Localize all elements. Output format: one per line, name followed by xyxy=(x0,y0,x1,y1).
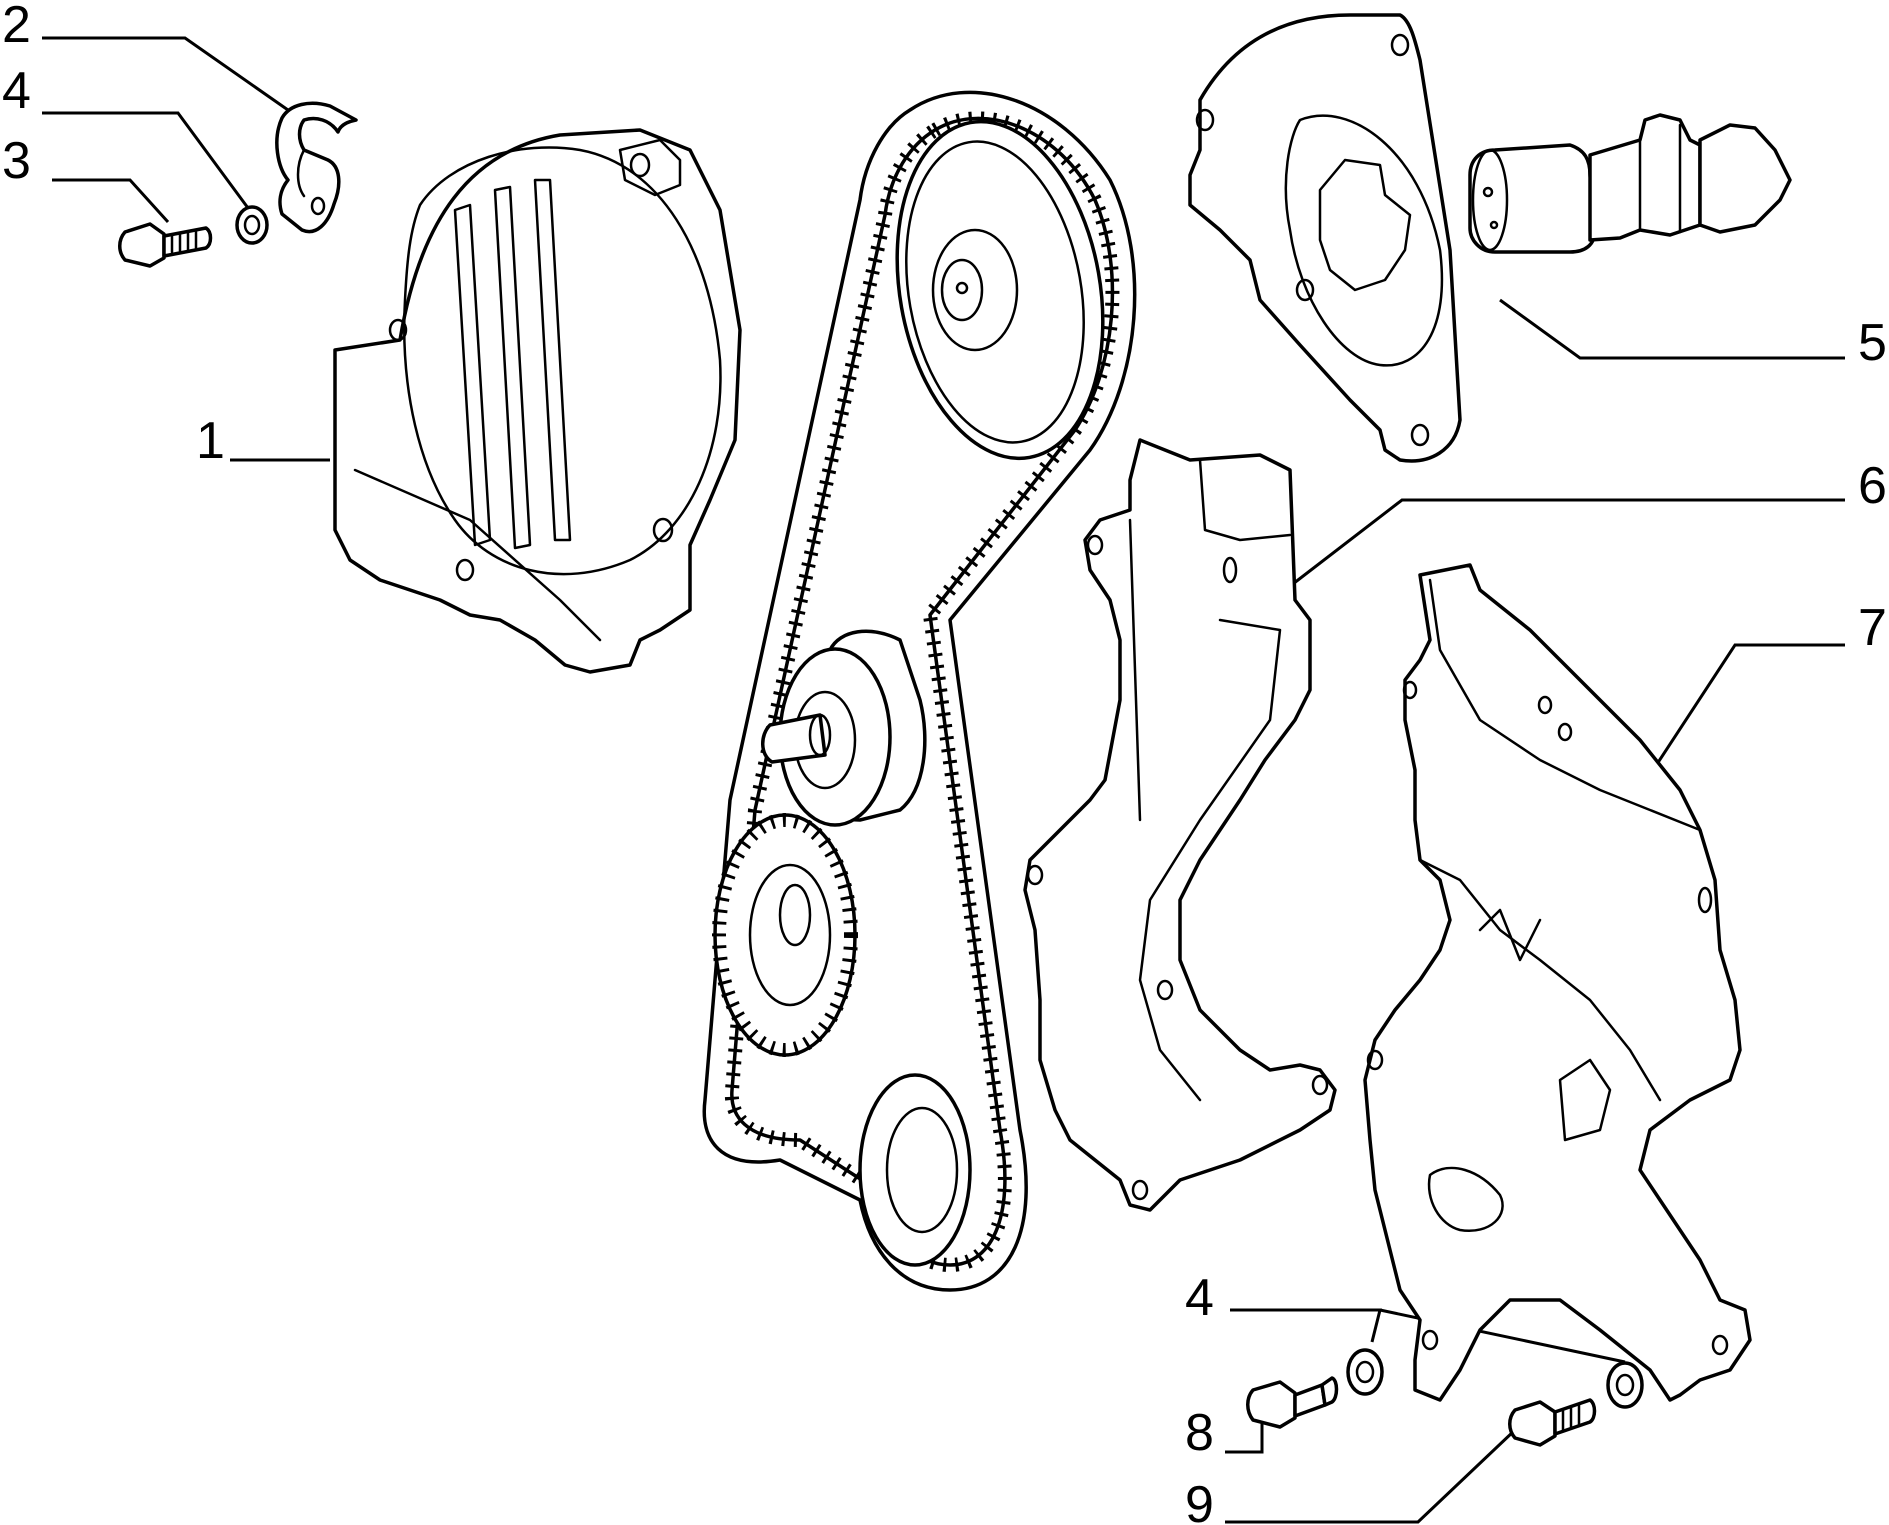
part-4-washer-bottom-left xyxy=(1346,1348,1384,1396)
camshaft xyxy=(1468,113,1792,254)
leader-line-4-top xyxy=(42,111,250,209)
part-7-lower-cover xyxy=(1363,563,1752,1402)
callout-label-4-bottom: 4 xyxy=(1185,1269,1214,1327)
leader-line-6 xyxy=(1284,498,1845,592)
part-1-upper-cover xyxy=(333,128,742,674)
callout-label-6: 6 xyxy=(1858,457,1887,515)
leader-line-3 xyxy=(52,178,170,224)
part-6-inner-cover xyxy=(1023,438,1337,1212)
part-3-bolt xyxy=(118,222,213,268)
part-2-clip xyxy=(275,101,358,234)
crankshaft-sprocket xyxy=(712,813,858,1057)
callout-label-5: 5 xyxy=(1858,314,1887,372)
callout-label-8: 8 xyxy=(1185,1404,1214,1462)
callout-label-3: 3 xyxy=(2,132,31,190)
part-4-washer-bottom-right xyxy=(1606,1361,1644,1409)
camshaft-pulley xyxy=(895,119,1105,461)
leader-line-4-bottom xyxy=(1230,1308,1382,1343)
leader-line-8 xyxy=(1225,1412,1264,1454)
leader-line-7 xyxy=(1638,643,1845,791)
part-9-bolt xyxy=(1508,1398,1597,1447)
callout-label-2: 2 xyxy=(2,0,31,54)
callout-label-9: 9 xyxy=(1185,1476,1214,1525)
timing-belt xyxy=(702,90,1137,1292)
part-8-bolt xyxy=(1246,1376,1339,1429)
leader-line-9 xyxy=(1225,1428,1517,1524)
callout-label-4-top: 4 xyxy=(2,62,31,120)
part-5-rear-cover-plate xyxy=(1188,13,1462,463)
leader-line-5 xyxy=(1499,298,1845,360)
bottom-pulley xyxy=(858,1073,972,1267)
callout-label-1: 1 xyxy=(196,412,225,470)
part-4-washer-top xyxy=(235,205,269,245)
callout-label-7: 7 xyxy=(1858,599,1887,657)
leader-lines xyxy=(42,36,1845,1524)
leader-line-2 xyxy=(42,36,289,112)
tensioner-roller xyxy=(761,629,927,827)
